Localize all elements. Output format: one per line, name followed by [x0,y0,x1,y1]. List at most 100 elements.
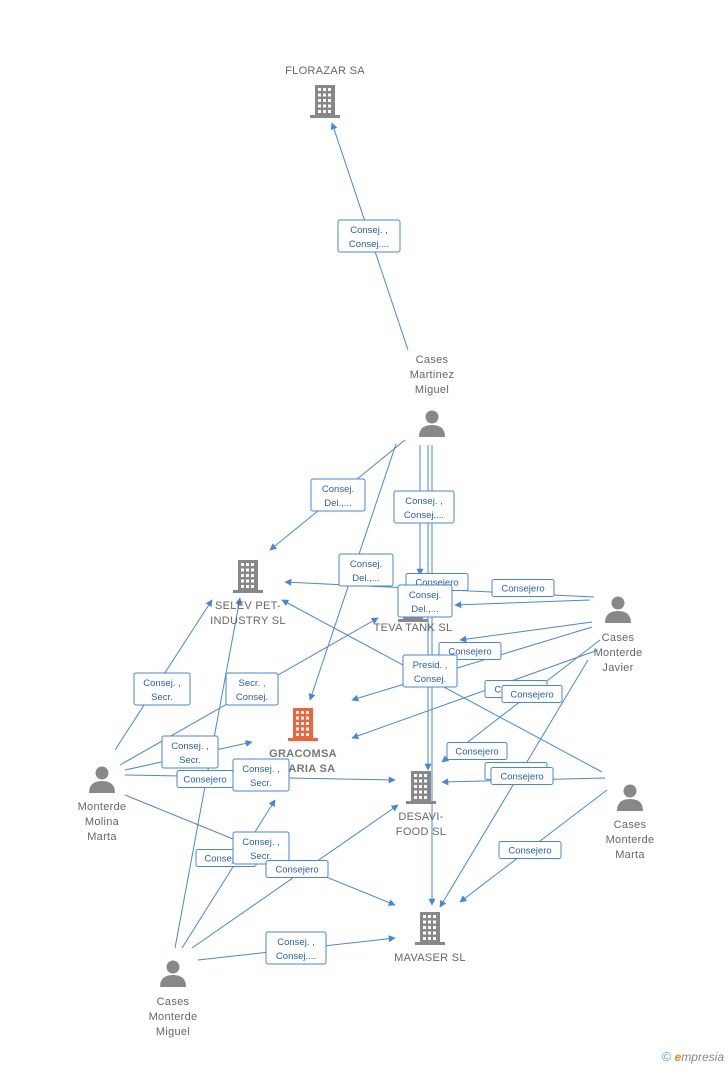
relation-text-21-0: Consej. , [242,837,280,848]
node-label-cmm-2: Miguel [415,384,449,396]
florazar-building-icon [310,85,340,118]
node-label-cmmiguel-2: Miguel [156,1026,190,1038]
node-florazar[interactable]: FLORAZAR SA [285,65,365,118]
relation-text-8-0: Presid. , [413,660,448,671]
relation-labels-layer: Consej. , Consej.... Consej. Del.,... Consej… [133,219,563,965]
relation-text-20-0: Consejero [204,854,247,865]
edge-line-8 [459,621,593,643]
relation-text-15-1: Secr. [151,692,173,703]
relation-text-7-0: Consejero [448,647,491,658]
mavaser-building-icon [415,912,445,945]
nodes-layer: FLORAZAR SA SELEV PET- INDUSTRY SL TEVA TAN… [78,65,655,1038]
relation-text-5-1: Del.,... [411,604,438,615]
relation-text-13-0: Consejero [500,772,543,783]
relation-label-gracomsa[interactable]: Presid. , Consej. [402,654,458,688]
relation-text-6-0: Consejero [501,584,544,595]
node-label-teva-0: TEVA TANK SL [374,622,453,634]
relation-text-19-1: Secr. [250,778,272,789]
relation-text-10-0: Consejero [510,690,553,701]
brand-name: mpresia [681,1050,724,1064]
relation-text-21-1: Secr. [250,851,272,862]
node-selev[interactable]: SELEV PET- INDUSTRY SL [210,560,286,627]
gracomsa-building-icon [288,708,318,741]
relation-label-desavi[interactable]: Consejero [176,770,234,788]
relation-text-23-1: Consej.... [276,951,316,962]
relation-text-19-0: Consej. , [242,764,280,775]
relation-label-mavaser[interactable]: Consej. , Consej.... [265,931,327,965]
node-label-cmmarta-0: Cases [614,819,647,831]
cmmiguel-person-icon [160,960,186,987]
relation-label-mavaser[interactable]: Consejero [265,860,329,878]
node-label-mmm-0: Monterde [78,801,127,813]
relation-text-0-0: Consej. , [350,225,388,236]
node-label-cmmarta-2: Marta [615,849,645,861]
selev-building-icon [233,560,263,593]
relation-text-14-0: Consejero [508,846,551,857]
relation-label-desavi[interactable]: Consejero [490,767,554,785]
node-desavi[interactable]: DESAVI- FOOD SL [396,771,446,838]
relation-label-teva[interactable]: Consej. Del.,... [397,584,453,618]
relation-label-florazar[interactable]: Consej. , Consej.... [337,219,401,253]
cmj-person-icon [605,596,631,623]
node-label-cmj-1: Monterde [594,647,643,659]
relation-label-selev[interactable]: Consejero [491,579,555,597]
relation-text-1-1: Del.,... [324,498,351,509]
relation-text-16-1: Consej. [236,692,268,703]
node-label-desavi-1: FOOD SL [396,826,446,838]
relation-label-selev[interactable]: Consej. Del.,... [310,478,366,512]
relation-text-16-0: Secr. , [239,678,266,689]
node-label-selev-0: SELEV PET- [215,600,281,612]
cmm-person-icon [419,410,445,437]
relation-label-desavi[interactable]: Consejero [501,685,563,703]
relation-label-desavi[interactable]: Consej. , Secr. [232,831,290,865]
node-label-cmmiguel-1: Monterde [149,1011,198,1023]
node-label-cmj-2: Javier [602,662,633,674]
relation-label-gracomsa[interactable]: Consej.Del.,... [338,553,394,587]
relation-label-selev[interactable]: Consej. ,Secr. [133,672,191,706]
relation-label-desavi[interactable]: Consej. ,Consej.... [393,490,455,524]
relation-text-5-0: Consej. [409,590,441,601]
relation-text-22-0: Consejero [275,865,318,876]
relation-text-0-1: Consej.... [349,239,389,250]
node-label-mavaser-0: MAVASER SL [394,952,466,964]
relation-text-23-0: Consej. , [277,937,315,948]
node-mavaser[interactable]: MAVASER SL [394,912,466,964]
edge-line-13 [351,649,599,740]
node-label-cmmarta-1: Monterde [606,834,655,846]
mmm-person-icon [89,766,115,793]
node-label-cmmiguel-0: Cases [157,996,190,1008]
relation-label-teva[interactable]: Secr. , Consej. [225,672,279,706]
relation-text-4-0: Consejero [415,578,458,589]
node-label-mmm-2: Marta [87,831,117,843]
relation-text-1-0: Consej. [322,484,354,495]
relation-label-mavaser[interactable]: Consejero [498,841,562,859]
relation-text-8-1: Consej. [414,674,446,685]
relation-text-11-0: Consejero [455,747,498,758]
relation-label-gracomsa[interactable]: Consej. , Secr. [161,735,219,769]
relation-text-17-0: Consej. , [171,741,209,752]
node-label-gracomsa-0: GRACOMSA [269,748,337,760]
node-label-selev-1: INDUSTRY SL [210,615,286,627]
brand-initial: e [674,1050,682,1064]
node-label-florazar-0: FLORAZAR SA [285,65,365,77]
relation-text-3-1: Del.,... [352,573,379,584]
copyright-icon: © [661,1049,672,1064]
desavi-building-icon [406,771,436,804]
node-label-desavi-0: DESAVI- [398,811,443,823]
edge-line-22 [181,799,276,949]
node-label-cmm-0: Cases [416,354,449,366]
edge-line-9 [351,626,593,702]
node-label-mmm-1: Molina [85,816,120,828]
relation-label-gracomsa[interactable]: Consejero [446,742,508,760]
relation-label-desavi[interactable]: Consej. , Secr. [232,758,290,792]
empresia-logo[interactable]: © empresia [662,1049,724,1064]
relation-text-2-0: Consej. , [405,496,443,507]
relation-text-17-1: Secr. [179,755,201,766]
